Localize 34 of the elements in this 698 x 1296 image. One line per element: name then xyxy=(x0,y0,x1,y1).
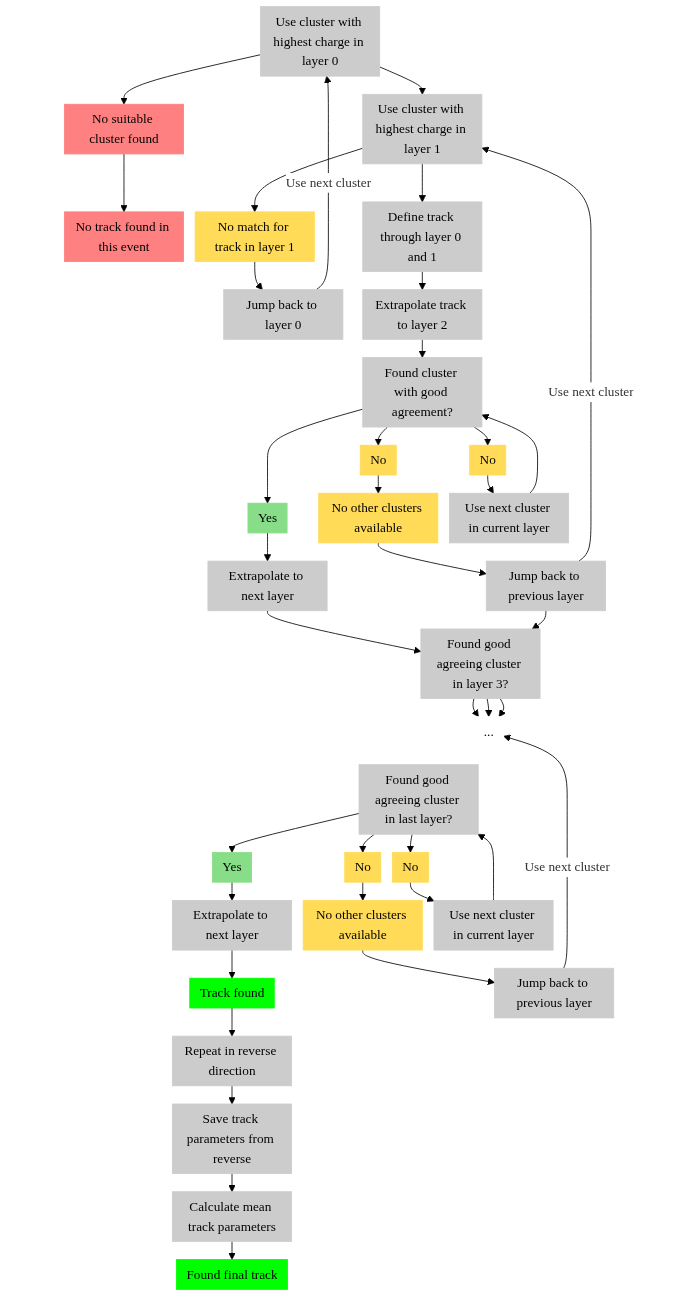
node-box: No suitable cluster found xyxy=(63,103,184,155)
node-box: No xyxy=(359,444,397,476)
edge-label: Use next cluster xyxy=(285,175,372,190)
node-box: Yes xyxy=(212,852,252,883)
node-box: Use cluster with highest charge in layer 1 xyxy=(362,93,483,165)
node-box: Found final track xyxy=(176,1259,288,1290)
node-box: Found good agreeing cluster in last layer? xyxy=(358,764,479,835)
node-box: Extrapolate to next layer xyxy=(207,560,328,612)
node-box: Track found xyxy=(189,977,275,1009)
node-box: Jump back to layer 0 xyxy=(223,289,344,340)
node-box: No other clusters available xyxy=(318,492,439,544)
node-box: Jump back to previous layer xyxy=(485,560,606,612)
node-box: Save track parameters from reverse xyxy=(172,1103,292,1174)
node-box: No xyxy=(391,852,429,883)
node-box: Use next cluster in current layer xyxy=(449,492,570,544)
node-box: Calculate mean track parameters xyxy=(172,1191,292,1242)
node-box: No track found in this event xyxy=(63,211,184,262)
node-box: No xyxy=(344,852,382,883)
node-box: Use cluster with highest charge in layer 0 xyxy=(260,6,381,77)
node-box: Extrapolate track to layer 2 xyxy=(362,289,483,340)
edge-label: Use next cluster xyxy=(524,859,610,874)
node-box: Yes xyxy=(247,502,288,534)
node-box: Extrapolate to next layer xyxy=(172,900,292,951)
node-box: No match for track in layer 1 xyxy=(194,211,315,262)
node-box: Found cluster with good agreement? xyxy=(362,357,483,428)
edge-label: Use next cluster xyxy=(548,384,634,399)
node-box: No xyxy=(469,444,507,476)
node-box: Found good agreeing cluster in layer 3? xyxy=(420,628,541,699)
node-text: ... xyxy=(483,724,494,739)
node-box: Repeat in reverse direction xyxy=(172,1035,292,1087)
node-box: Use next cluster in current layer xyxy=(433,900,554,951)
node-box: Define track through layer 0 and 1 xyxy=(362,201,483,272)
node-box: Jump back to previous layer xyxy=(494,967,615,1019)
node-box: No other clusters available xyxy=(302,900,423,951)
